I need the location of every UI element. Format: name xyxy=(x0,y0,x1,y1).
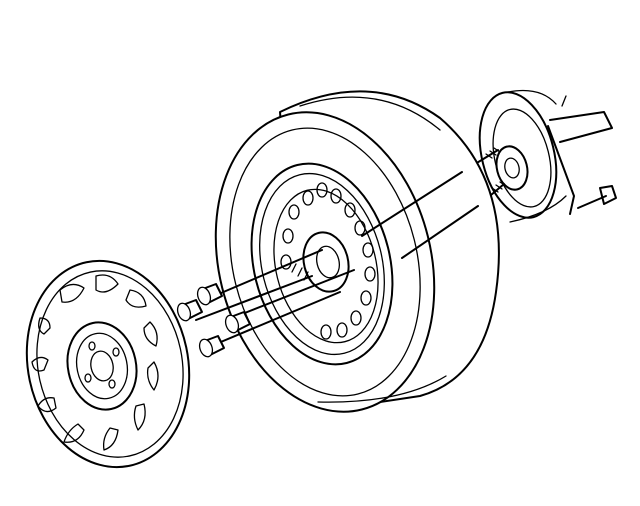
lug-nut xyxy=(176,299,203,322)
tire-and-wheel xyxy=(214,90,500,413)
lug-nut xyxy=(224,311,251,334)
stud-lines xyxy=(195,171,479,345)
lug-nut xyxy=(198,335,225,358)
wheel-cover xyxy=(25,259,191,469)
lug-nut xyxy=(196,283,223,306)
lug-nuts xyxy=(176,283,251,358)
